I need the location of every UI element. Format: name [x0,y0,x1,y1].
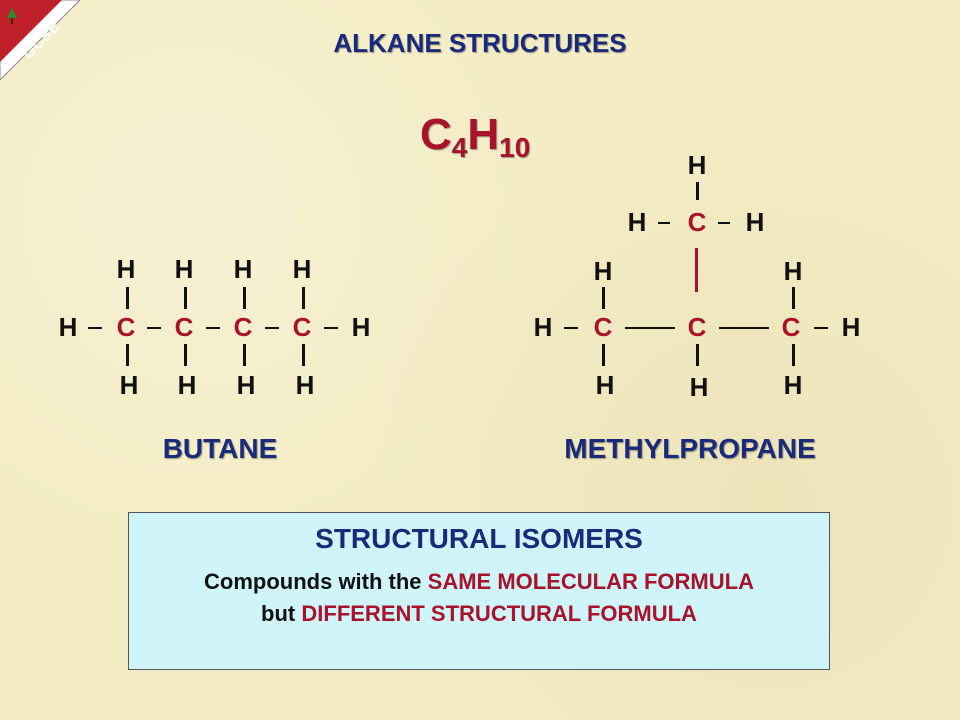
butane-c-3: C [233,312,253,342]
butane-bond-c3-c4 [265,327,279,329]
formula-hydrogen: H [467,110,500,159]
methylpropane-h-top-left: H [593,256,613,286]
butane-bond-bottom-1 [126,344,129,366]
info-line2-prefix: but [261,601,302,626]
methylpropane-bond-branch-top [696,182,699,200]
butane-h-top-2: H [174,254,194,284]
methylpropane-bond-left [564,327,578,329]
methylpropane-c-1: C [593,312,613,342]
butane-h-top-3: H [233,254,253,284]
methylpropane-h-bottom-2: H [689,372,709,402]
molecular-formula: C4H10 [420,110,530,164]
methylpropane-h-branch-right: H [745,207,765,237]
methylpropane-h-left: H [533,312,553,342]
methylpropane-h-bottom-3: H [783,370,803,400]
methylpropane-h-right: H [841,312,861,342]
butane-c-4: C [292,312,312,342]
methylpropane-c-3: C [781,312,801,342]
page-title: ALKANE STRUCTURES [333,28,627,58]
butane-h-top-4: H [292,254,312,284]
butane-h-bottom-3: H [236,370,256,400]
info-definition-line-1: Compounds with the SAME MOLECULAR FORMUL… [129,569,829,595]
butane-h-left: H [58,312,78,342]
methylpropane-bond-branch-left [658,222,670,224]
formula-hydrogen-count: 10 [499,132,531,163]
butane-c-1: C [116,312,136,342]
butane-label: BUTANE [162,433,278,464]
butane-h-bottom-1: H [119,370,139,400]
methylpropane-bond-c2-c3 [719,327,769,329]
structural-isomers-box: STRUCTURAL ISOMERS Compounds with the SA… [128,512,830,670]
butane-bond-bottom-4 [302,344,305,366]
butane-bond-top-4 [302,287,305,309]
butane-bond-right [324,327,338,329]
methylpropane-c-2: C [687,312,707,342]
butane-bond-c1-c2 [147,327,161,329]
butane-bond-top-1 [126,287,129,309]
methylpropane-h-branch-left: H [627,207,647,237]
butane-bond-c2-c3 [206,327,220,329]
butane-bond-left [88,327,102,329]
gcse-badge-graphic: GCSE [0,0,81,81]
methylpropane-h-bottom-1: H [595,370,615,400]
butane-c-2: C [174,312,194,342]
methylpropane-bond-bottom-3 [792,344,795,366]
methylpropane-bond-branch-right [718,222,730,224]
methylpropane-label: METHYLPROPANE [564,433,816,464]
info-line2-highlight: DIFFERENT STRUCTURAL FORMULA [301,601,697,626]
butane-h-right: H [351,312,371,342]
info-heading: STRUCTURAL ISOMERS [315,523,643,554]
methylpropane-bond-c1-c2 [625,327,675,329]
butane-h-bottom-4: H [295,370,315,400]
methylpropane-bond-right [814,327,828,329]
formula-carbon-count: 4 [451,132,468,163]
methylpropane-bond-bottom-2 [696,344,699,366]
info-line1-highlight: SAME MOLECULAR FORMULA [427,569,754,594]
butane-bond-top-3 [243,287,246,309]
methylpropane-h-branch-top: H [687,150,707,180]
methylpropane-bond-top-left [602,287,605,309]
butane-h-top-1: H [116,254,136,284]
formula-carbon: C [420,110,452,159]
methylpropane-bond-bottom-1 [602,344,605,366]
gcse-logo: GCSE [0,0,81,81]
info-definition-line-2: but DIFFERENT STRUCTURAL FORMULA [129,601,829,627]
butane-bond-bottom-2 [184,344,187,366]
methylpropane-bond-top-right [792,287,795,309]
butane-bond-bottom-3 [243,344,246,366]
tree-icon [7,8,17,24]
info-line1-prefix: Compounds with the [204,569,428,594]
butane-h-bottom-2: H [177,370,197,400]
butane-bond-top-2 [184,287,187,309]
methylpropane-h-top-right: H [783,256,803,286]
methylpropane-bond-branch-to-center [695,248,698,292]
methylpropane-c-branch: C [687,207,707,237]
